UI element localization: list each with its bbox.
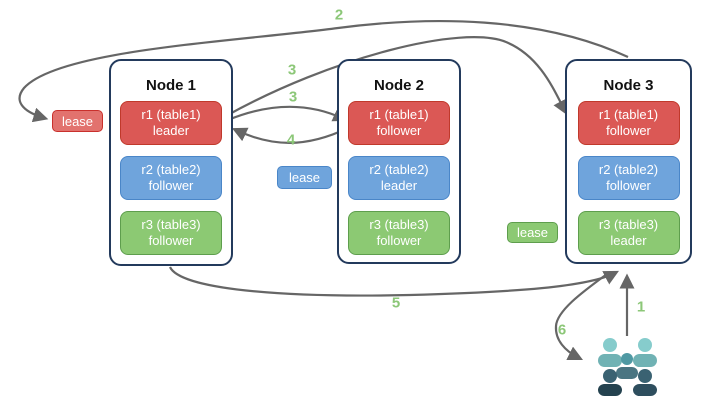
arrow-3-to-node2 — [227, 105, 349, 122]
node3-replica-r1: r1 (table1) follower — [577, 101, 680, 145]
replica-name: r1 (table1) — [369, 107, 429, 123]
replica-role: leader — [610, 233, 647, 248]
node2-replica-r2: r2 (table2) leader — [348, 156, 450, 200]
arrow-3-to-node3 — [225, 36, 568, 117]
node2-box: Node 2 r1 (table1) follower r2 (table2) … — [337, 59, 461, 264]
node3-box: Node 3 r1 (table1) follower r2 (table2) … — [565, 59, 692, 264]
replica-name: r3 (table3) — [141, 217, 201, 233]
lease-badge-table3: lease — [507, 222, 558, 243]
arrow-label-3b: 3 — [288, 88, 298, 106]
replica-role: follower — [376, 233, 422, 248]
arrow-label-4: 4 — [286, 131, 296, 149]
replica-role: leader — [152, 123, 190, 138]
arrow-5 — [169, 266, 619, 297]
replica-role: follower — [148, 178, 194, 193]
replica-role: follower — [606, 123, 651, 138]
arrow-label-2: 2 — [334, 6, 344, 24]
replica-role: follower — [606, 178, 651, 193]
node1-title: Node 1 — [145, 77, 196, 94]
replica-role: leader — [380, 178, 418, 193]
node1-replica-r1: r1 (table1) leader — [120, 101, 222, 145]
node1-box: Node 1 r1 (table1) leader r2 (table2) fo… — [109, 59, 233, 266]
replica-name: r1 (table1) — [598, 107, 659, 123]
replica-role: follower — [148, 233, 194, 248]
arrow-4 — [231, 127, 349, 144]
replica-name: r1 (table1) — [141, 107, 201, 123]
replica-name: r3 (table3) — [598, 217, 659, 233]
replica-role: follower — [376, 123, 422, 138]
node3-replica-r2: r2 (table2) follower — [577, 156, 680, 200]
arrow-label-1: 1 — [636, 298, 646, 316]
node1-replica-r2: r2 (table2) follower — [120, 156, 222, 200]
lease-badge-table2: lease — [277, 166, 332, 189]
node3-replica-r3: r3 (table3) leader — [577, 211, 680, 255]
arrow-label-6: 6 — [557, 321, 567, 339]
node1-replica-r3: r3 (table3) follower — [120, 211, 222, 255]
replica-name: r2 (table2) — [369, 162, 429, 178]
users-group-icon — [598, 338, 657, 396]
replica-name: r2 (table2) — [598, 162, 659, 178]
lease-badge-table1: lease — [52, 110, 103, 132]
node2-title: Node 2 — [373, 77, 424, 94]
node2-replica-r3: r3 (table3) follower — [348, 211, 450, 255]
arrow-2 — [18, 19, 629, 123]
arrow-label-3a: 3 — [287, 61, 297, 79]
node3-title: Node 3 — [603, 77, 654, 94]
replica-name: r2 (table2) — [141, 162, 201, 178]
arrow-6 — [554, 273, 608, 361]
replica-name: r3 (table3) — [369, 217, 429, 233]
arrow-label-5: 5 — [391, 294, 401, 312]
node2-replica-r1: r1 (table1) follower — [348, 101, 450, 145]
